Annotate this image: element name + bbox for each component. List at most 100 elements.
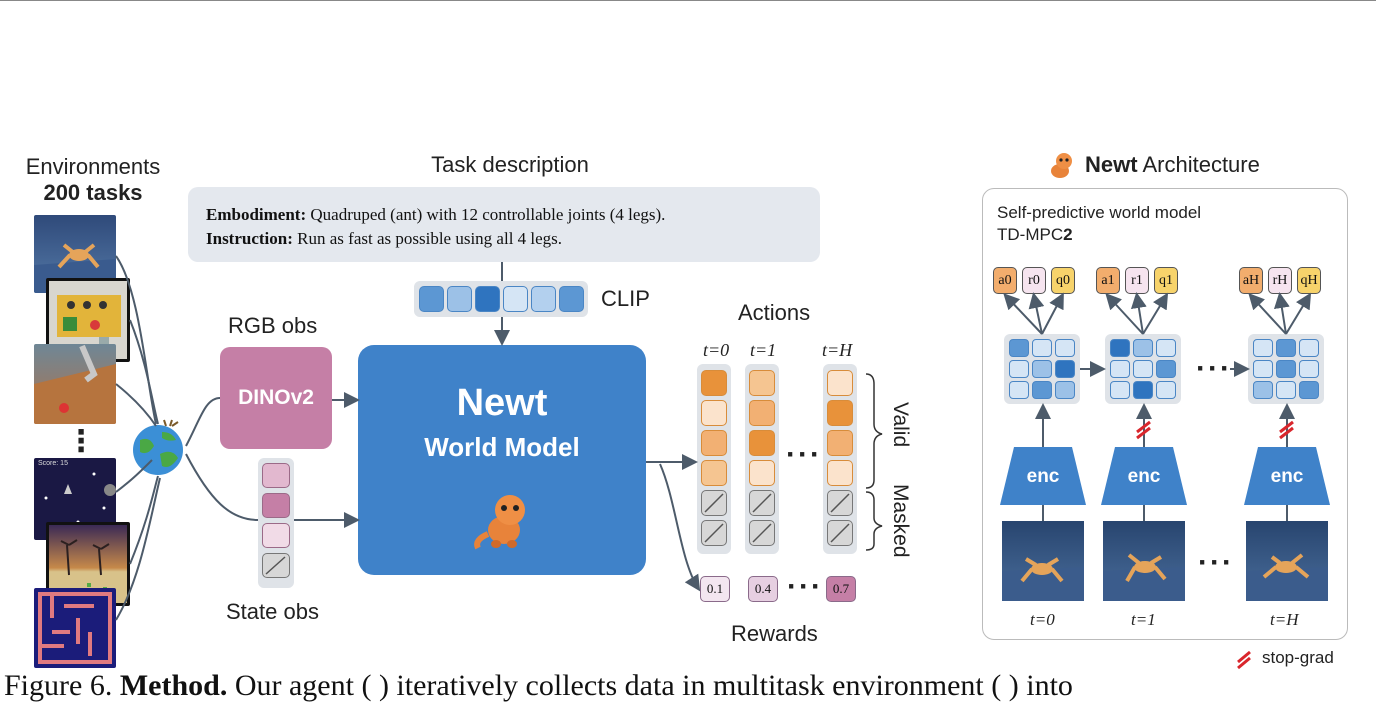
architecture-title: Newt Architecture: [1085, 152, 1260, 178]
env-thumb-maze: [34, 588, 116, 668]
latent-cell: [1156, 360, 1176, 378]
state-obs-column: [258, 458, 294, 588]
frames-ellipsis: ···: [1198, 546, 1234, 579]
latent-state-grid: [1248, 334, 1324, 404]
encoder-block: [1244, 447, 1330, 505]
reward-output-token: r0: [1022, 267, 1046, 294]
world-model-subtitle: World Model: [424, 432, 580, 462]
latent-state-grid: [1004, 334, 1080, 404]
action-cell: [701, 460, 727, 486]
clip-token: [531, 286, 556, 312]
ant-icon: [1002, 557, 1084, 601]
reward-output-token: rH: [1268, 267, 1292, 294]
reward-value: 0.1: [700, 576, 730, 602]
state-cell: [262, 463, 290, 488]
action-cell-masked: [749, 490, 775, 516]
latent-cell: [1055, 381, 1075, 399]
action-cell: [827, 370, 853, 396]
action-column: [697, 364, 731, 554]
mask-slash-icon: [704, 523, 724, 543]
instruction-text: Run as fast as possible using all 4 legs…: [297, 229, 563, 248]
action-cell: [701, 430, 727, 456]
architecture-title-bold: Newt: [1085, 152, 1138, 177]
latent-cell: [1133, 339, 1153, 357]
ant-icon: [1103, 553, 1185, 601]
embodiment-label: Embodiment:: [206, 205, 307, 224]
action-cell: [749, 460, 775, 486]
reward-value: 0.4: [748, 576, 778, 602]
actions-ellipsis: ···: [786, 438, 822, 471]
latent-cell: [1032, 360, 1052, 378]
latent-cell: [1253, 381, 1273, 399]
latent-cell: [1253, 339, 1273, 357]
tdmpc-version: 2: [1063, 225, 1073, 244]
latent-cell: [1110, 360, 1130, 378]
encoder-label: enc: [1026, 466, 1060, 487]
latent-cell: [1032, 381, 1052, 399]
latent-cell: [1299, 360, 1319, 378]
latent-cell: [1110, 381, 1130, 399]
stop-grad-label: stop-grad: [1262, 648, 1334, 667]
action-cell: [701, 370, 727, 396]
latent-cell: [1009, 339, 1029, 357]
action-step-label: t=0: [703, 340, 730, 360]
instruction-line: Instruction: Run as fast as possible usi…: [206, 227, 562, 251]
value-output-token: qH: [1297, 267, 1321, 294]
environments-label: Environments: [25, 154, 161, 179]
reward-value: 0.7: [826, 576, 856, 602]
mask-slash-icon: [704, 493, 724, 513]
caption-bold: Method.: [119, 669, 228, 702]
rewards-label: Rewards: [731, 621, 818, 646]
latent-cell: [1055, 339, 1075, 357]
action-step-label: t=1: [750, 340, 777, 360]
latent-cell: [1276, 360, 1296, 378]
task-description-title: Task description: [431, 152, 589, 177]
encoder-label: enc: [1127, 466, 1161, 487]
model-description-line2: TD-MPC2: [997, 224, 1201, 246]
action-cell-masked: [701, 490, 727, 516]
value-output-token: q0: [1051, 267, 1075, 294]
instruction-label: Instruction:: [206, 229, 293, 248]
embodiment-line: Embodiment: Quadruped (ant) with 12 cont…: [206, 203, 665, 227]
latent-cell: [1009, 381, 1029, 399]
task-count: 200 tasks: [43, 180, 143, 205]
latent-cell: [1299, 339, 1319, 357]
mask-slash-icon: [752, 523, 772, 543]
masked-label: Masked: [889, 484, 912, 558]
action-cell: [701, 400, 727, 426]
latent-cell: [1110, 339, 1130, 357]
latent-cell: [1276, 381, 1296, 399]
action-cell-masked: [827, 490, 853, 516]
figure-caption: Figure 6. Method. Our agent ( ) iterativ…: [4, 671, 1073, 701]
action-cell-masked: [749, 520, 775, 546]
newt-mascot-icon: [1051, 153, 1072, 178]
observation-frame: [1002, 521, 1084, 601]
action-cell: [827, 400, 853, 426]
clip-token: [475, 286, 500, 312]
timestep-label: t=1: [1131, 610, 1156, 629]
model-description-line1: Self-predictive world model: [997, 203, 1202, 222]
mask-slash-icon: [830, 493, 850, 513]
state-cell-masked: [262, 553, 290, 578]
state-cell: [262, 523, 290, 548]
latent-cell: [1253, 360, 1273, 378]
action-output-token: aH: [1239, 267, 1263, 294]
action-cell: [749, 370, 775, 396]
action-cell: [749, 400, 775, 426]
rewards-ellipsis: ···: [787, 570, 823, 603]
model-description: Self-predictive world model TD-MPC2: [997, 202, 1201, 246]
game-score: Score: 15: [38, 460, 68, 467]
valid-label: Valid: [889, 402, 912, 448]
clip-token: [447, 286, 472, 312]
world-model-title: Newt: [456, 382, 548, 424]
tdmpc-label: TD-MPC: [997, 225, 1064, 244]
globe-icon: [133, 419, 183, 475]
rgb-obs-label: RGB obs: [228, 313, 318, 338]
action-cell: [749, 430, 775, 456]
environments-title: Environments 200 tasks: [18, 154, 168, 206]
latent-cell: [1156, 339, 1176, 357]
caption-text: Our agent ( ) iteratively collects data …: [234, 669, 1073, 702]
architecture-panel: [982, 188, 1348, 640]
latent-cell: [1299, 381, 1319, 399]
clip-label: CLIP: [601, 286, 650, 311]
